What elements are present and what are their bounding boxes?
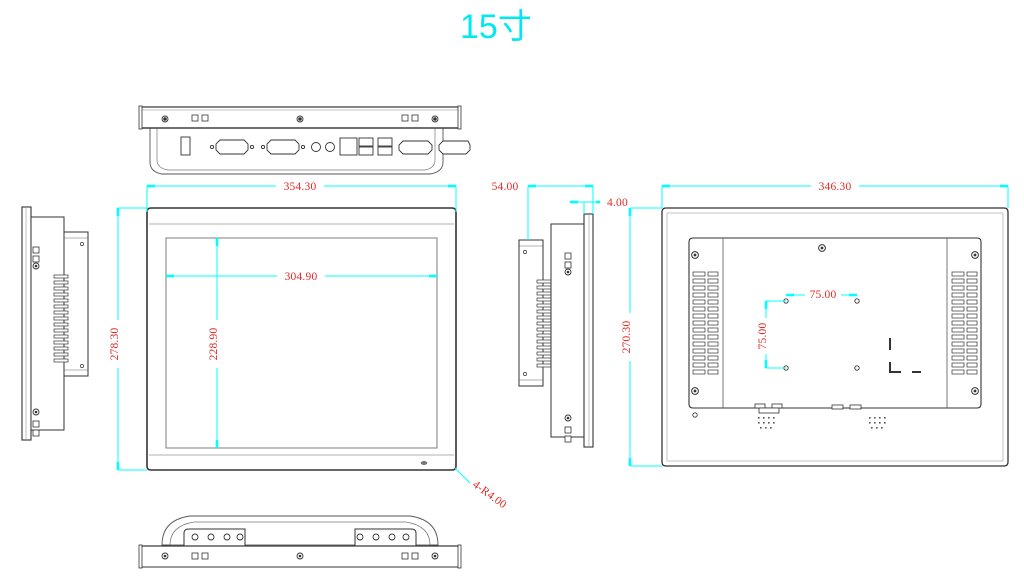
bottom-vent-holes: [191, 533, 410, 541]
left-side-view: [21, 206, 89, 441]
dim-label-rear-width: 346.30: [819, 181, 852, 193]
power-jack-port: [180, 136, 191, 156]
left-view-vent-fins: [53, 274, 69, 363]
right-view-bezel: [583, 213, 594, 448]
dim-label-screen-width: 304.90: [285, 271, 318, 283]
vga-port-1: [398, 140, 433, 155]
top-view-screws: [161, 115, 439, 123]
audio-jack-1: [311, 142, 321, 152]
lan-port: [339, 137, 358, 156]
dim-label-vesa-vertical: 75.00: [757, 323, 769, 350]
usb-port-4: [377, 146, 393, 156]
rear-plate: [688, 237, 982, 409]
dim-label-vesa-horizontal: 75.00: [810, 289, 837, 301]
rear-vent-right: [951, 271, 978, 375]
power-led-indicator: [420, 461, 428, 465]
dim-bezel-thickness: [570, 200, 600, 214]
rear-view-outer-inner: [666, 212, 1004, 462]
top-view-body-inner: [156, 125, 436, 171]
dim-label-corner-radius: 4-R4.00: [470, 479, 508, 512]
rear-alignment-marks: [889, 338, 921, 373]
bottom-view-screws: [161, 552, 439, 560]
top-view: [138, 105, 471, 175]
rear-speaker-grilles: [758, 417, 886, 429]
rear-view: [661, 207, 1009, 467]
bottom-view: [138, 515, 462, 569]
left-view-bezel: [21, 206, 32, 441]
dim-label-rear-height: 270.30: [621, 321, 633, 354]
right-side-view: [518, 213, 594, 448]
rear-vent-left: [692, 271, 719, 375]
serial-port-1: [209, 139, 255, 155]
left-view-screws: [32, 246, 40, 437]
dim-side-depth: [527, 184, 594, 240]
audio-jack-2: [325, 142, 335, 152]
left-view-chassis: [63, 231, 89, 377]
dim-corner-radius-leader: [454, 467, 471, 484]
io-port-panel: [180, 136, 471, 156]
right-view-screws: [564, 252, 572, 443]
left-view-body: [30, 216, 65, 431]
vga-port-2: [438, 140, 471, 155]
dim-label-front-width: 354.30: [284, 181, 317, 193]
usb-port-3: [377, 137, 393, 147]
dim-label-front-height: 278.30: [109, 328, 121, 361]
serial-port-2: [260, 139, 306, 155]
drawing-title: 15寸: [460, 8, 532, 46]
bottom-view-indicator-squares: [191, 552, 419, 560]
usb-port-1: [358, 137, 374, 147]
dim-label-side-depth: 54.00: [492, 181, 519, 193]
usb-port-2: [358, 146, 374, 156]
rear-bottom-connectors: [754, 403, 862, 414]
rear-corner-screws: [691, 244, 979, 418]
top-view-indicator-squares: [191, 114, 419, 122]
front-view: [146, 207, 457, 471]
dim-label-bezel-thickness: 4.00: [607, 197, 628, 209]
right-view-vent-fins: [536, 279, 552, 368]
dimension-lines: [116, 184, 1009, 484]
dim-label-screen-height: 228.90: [208, 328, 220, 361]
